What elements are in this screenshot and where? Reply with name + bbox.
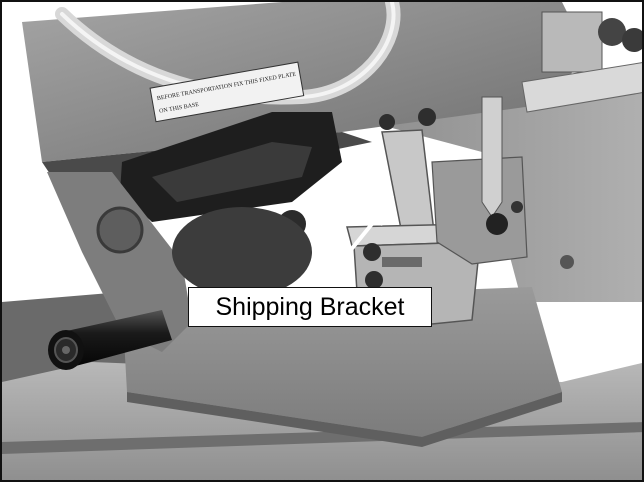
callout-arrow-head xyxy=(364,196,394,226)
bracket-bolt-1 xyxy=(363,243,381,261)
top-right-bracket xyxy=(541,11,603,73)
bracket-bolt-2 xyxy=(365,271,383,289)
saw-arm-casting xyxy=(22,2,582,162)
bracket-bolt-top-1 xyxy=(379,114,395,130)
crank-handle-end-center xyxy=(62,346,70,354)
blade-guide-plate xyxy=(431,156,528,265)
callout-label: Shipping Bracket xyxy=(188,287,432,327)
guide-knob xyxy=(486,213,508,235)
label-plate: BEFORE TRANSPORTATION FIX THIS FIXED PLA… xyxy=(149,61,305,123)
base-table-edge xyxy=(2,422,642,454)
crank-handle xyxy=(62,310,172,367)
bracket-bolt-top-2 xyxy=(418,108,436,126)
pivot-arm xyxy=(47,172,192,352)
bracket-slot xyxy=(382,257,422,267)
roller-1 xyxy=(598,18,626,46)
guide-arm-right xyxy=(521,62,642,113)
blade-guard-hood-inner xyxy=(152,142,312,202)
right-bolt xyxy=(560,255,574,269)
guide-lever xyxy=(481,96,503,218)
lower-housing-top xyxy=(127,392,562,447)
guide-screw xyxy=(511,201,523,213)
callout-arrow-shaft xyxy=(318,212,382,290)
gear-housing xyxy=(172,207,312,297)
pivot-boss xyxy=(96,206,144,254)
roller-2 xyxy=(622,28,642,52)
